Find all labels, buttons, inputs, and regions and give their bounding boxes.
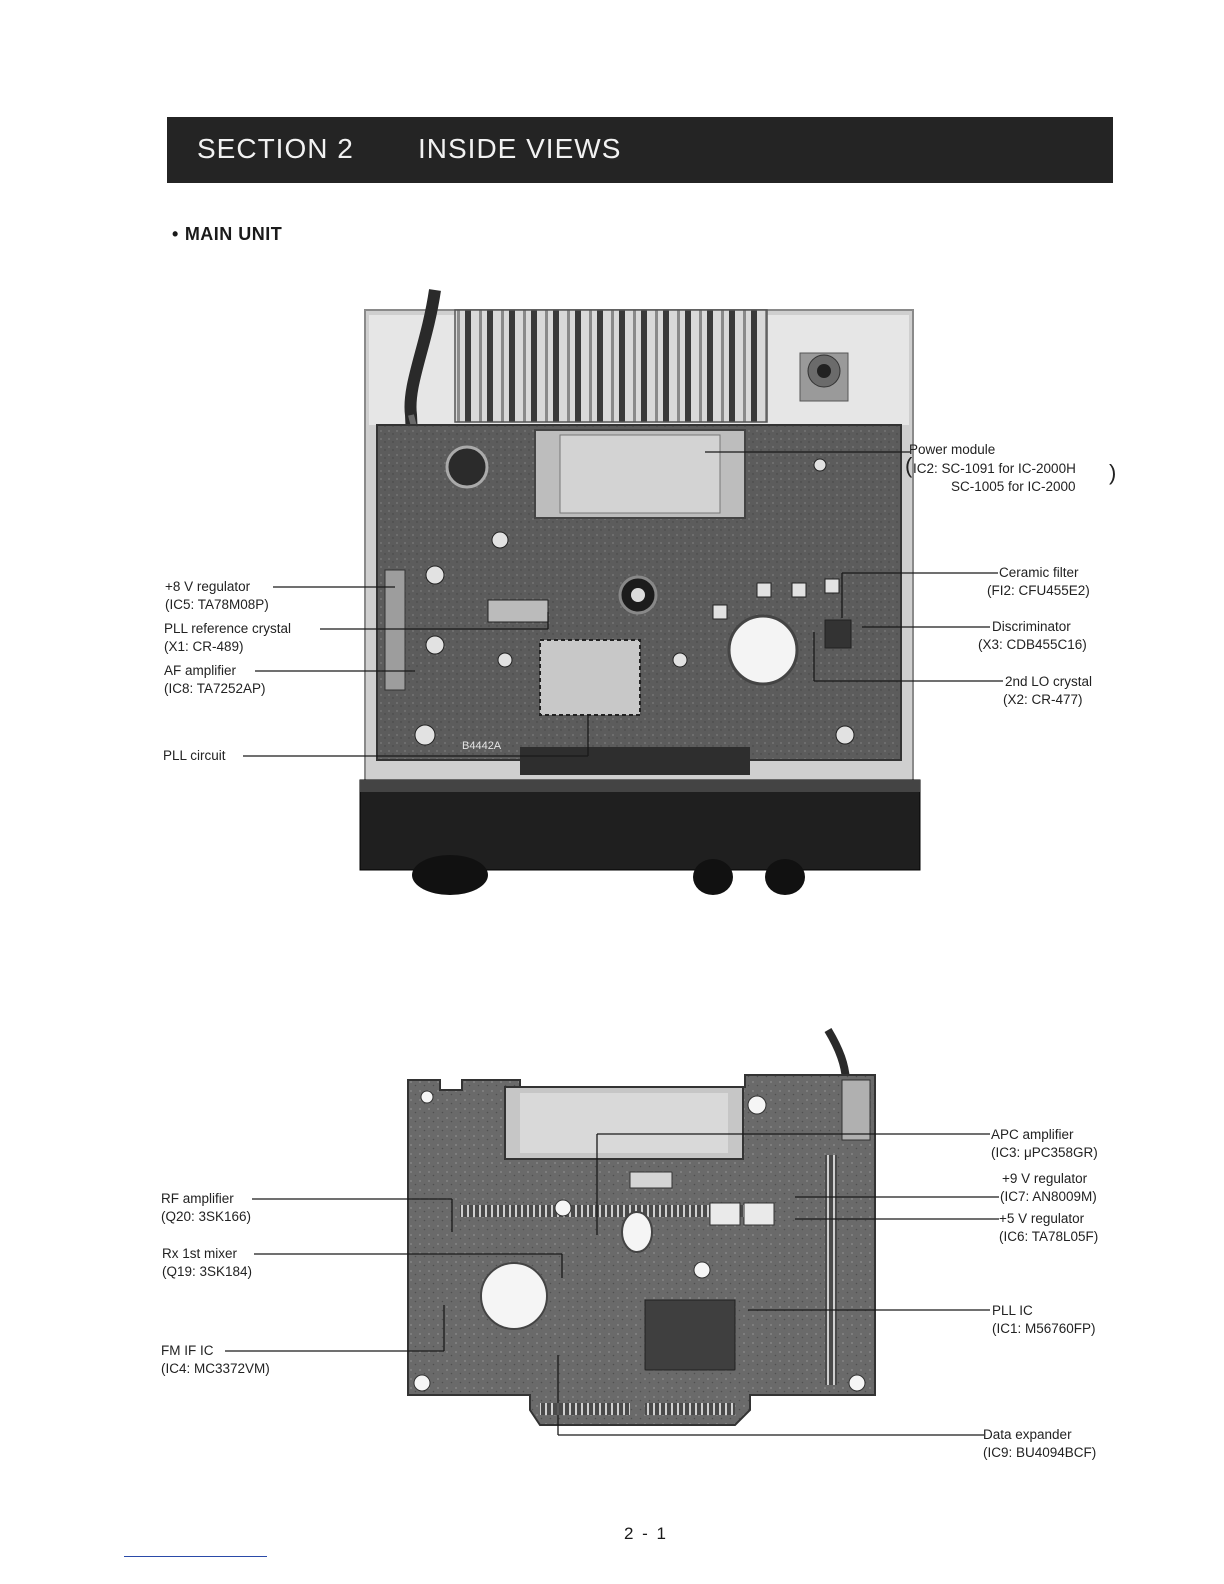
footer-rule [124, 1556, 267, 1557]
section-number: SECTION 2 [197, 133, 354, 164]
label-af-amplifier: AF amplifier (IC8: TA7252AP) [164, 663, 266, 696]
bottom-pcb-photo [407, 1027, 876, 1426]
page-number: 2 - 1 [624, 1524, 669, 1543]
board-marking: B4442A [462, 740, 502, 752]
label-9v-regulator: +9 V regulator (IC7: AN8009M) [1000, 1171, 1097, 1204]
label-power-module: Power module [909, 442, 996, 457]
label-fm-if-ic: FM IF IC (IC4: MC3372VM) [161, 1343, 270, 1376]
bracket-close-icon: ) [1109, 460, 1117, 485]
label-rf-amplifier: RF amplifier (Q20: 3SK166) [161, 1191, 252, 1224]
label-discriminator: Discriminator (X3: CDB455C16) [978, 619, 1087, 652]
subheading-text: MAIN UNIT [184, 224, 283, 244]
top-unit-photo: B4442A [359, 289, 921, 895]
subheading: •MAIN UNIT [172, 224, 282, 245]
label-5v-regulator: +5 V regulator (IC6: TA78L05F) [999, 1211, 1099, 1244]
bracket-open-icon: ( [905, 453, 913, 478]
label-rx-1st-mixer: Rx 1st mixer (Q19: 3SK184) [162, 1246, 253, 1279]
label-pll-ref-crystal: PLL reference crystal (X1: CR-489) [164, 621, 292, 654]
label-pll-circuit: PLL circuit [163, 748, 226, 763]
bullet: • [172, 224, 179, 244]
label-2nd-lo-crystal: 2nd LO crystal (X2: CR-477) [1003, 674, 1093, 707]
label-apc-amplifier: APC amplifier (IC3: μPC358GR) [991, 1127, 1098, 1160]
label-8v-regulator: +8 V regulator (IC5: TA78M08P) [165, 579, 269, 612]
label-data-expander: Data expander (IC9: BU4094BCF) [983, 1427, 1097, 1460]
section-title: INSIDE VIEWS [418, 133, 622, 164]
label-pll-ic: PLL IC (IC1: M56760FP) [992, 1303, 1096, 1336]
label-ceramic-filter: Ceramic filter (FI2: CFU455E2) [987, 565, 1090, 598]
label-power-module-ic2: ( IC2: SC-1091 for IC-2000H SC-1005 for … [905, 453, 1117, 495]
section-header-bar: SECTION 2 INSIDE VIEWS [167, 117, 1113, 183]
